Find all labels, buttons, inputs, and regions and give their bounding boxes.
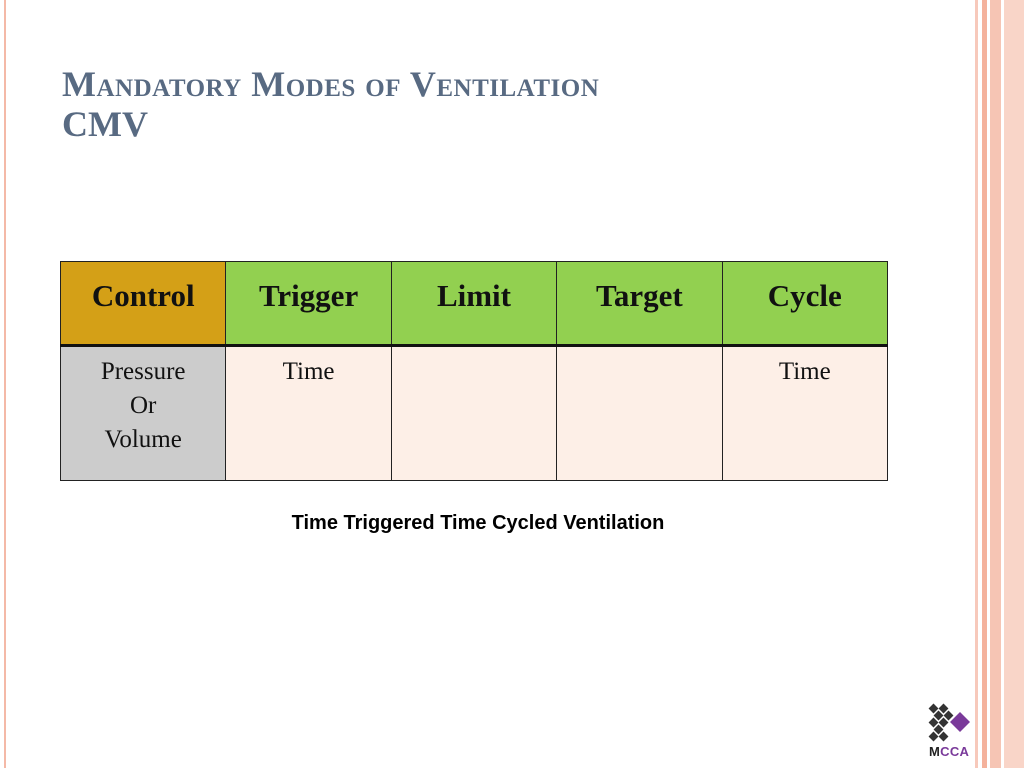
header-control: Control bbox=[59, 261, 227, 347]
logo-text: MCCA bbox=[929, 744, 969, 759]
left-border-stripe bbox=[4, 0, 6, 768]
control-line: Volume bbox=[104, 426, 182, 453]
header-cycle: Cycle bbox=[721, 261, 889, 347]
cell-trigger: Time bbox=[225, 345, 392, 481]
ventilation-modes-table: Control Trigger Limit Target Cycle Press… bbox=[59, 261, 889, 481]
stripe bbox=[990, 0, 1001, 768]
table-row: Pressure Or Volume Time Time bbox=[59, 345, 889, 481]
right-decorative-stripes bbox=[975, 0, 1024, 768]
table-caption: Time Triggered Time Cycled Ventilation bbox=[291, 512, 665, 534]
cell-limit bbox=[390, 345, 558, 481]
cell-cycle: Time bbox=[721, 345, 889, 481]
stripe bbox=[982, 0, 987, 768]
header-trigger: Trigger bbox=[225, 261, 392, 347]
header-target: Target bbox=[556, 261, 723, 347]
title-line-1: Mandatory Modes of Ventilation bbox=[62, 64, 600, 104]
logo-text-prefix: M bbox=[929, 744, 941, 759]
header-limit: Limit bbox=[390, 261, 558, 347]
title-line-2: CMV bbox=[62, 104, 148, 145]
cell-control: Pressure Or Volume bbox=[59, 345, 227, 481]
cell-target bbox=[556, 345, 723, 481]
mcca-logo-icon bbox=[928, 703, 970, 742]
table-header-row: Control Trigger Limit Target Cycle bbox=[59, 261, 889, 347]
stripe bbox=[975, 0, 978, 768]
slide-title: Mandatory Modes of Ventilation CMV bbox=[62, 64, 599, 145]
control-line: Or bbox=[130, 392, 157, 419]
control-line: Pressure bbox=[100, 358, 186, 385]
logo-text-accent: CCA bbox=[940, 744, 970, 759]
stripe bbox=[1004, 0, 1024, 768]
